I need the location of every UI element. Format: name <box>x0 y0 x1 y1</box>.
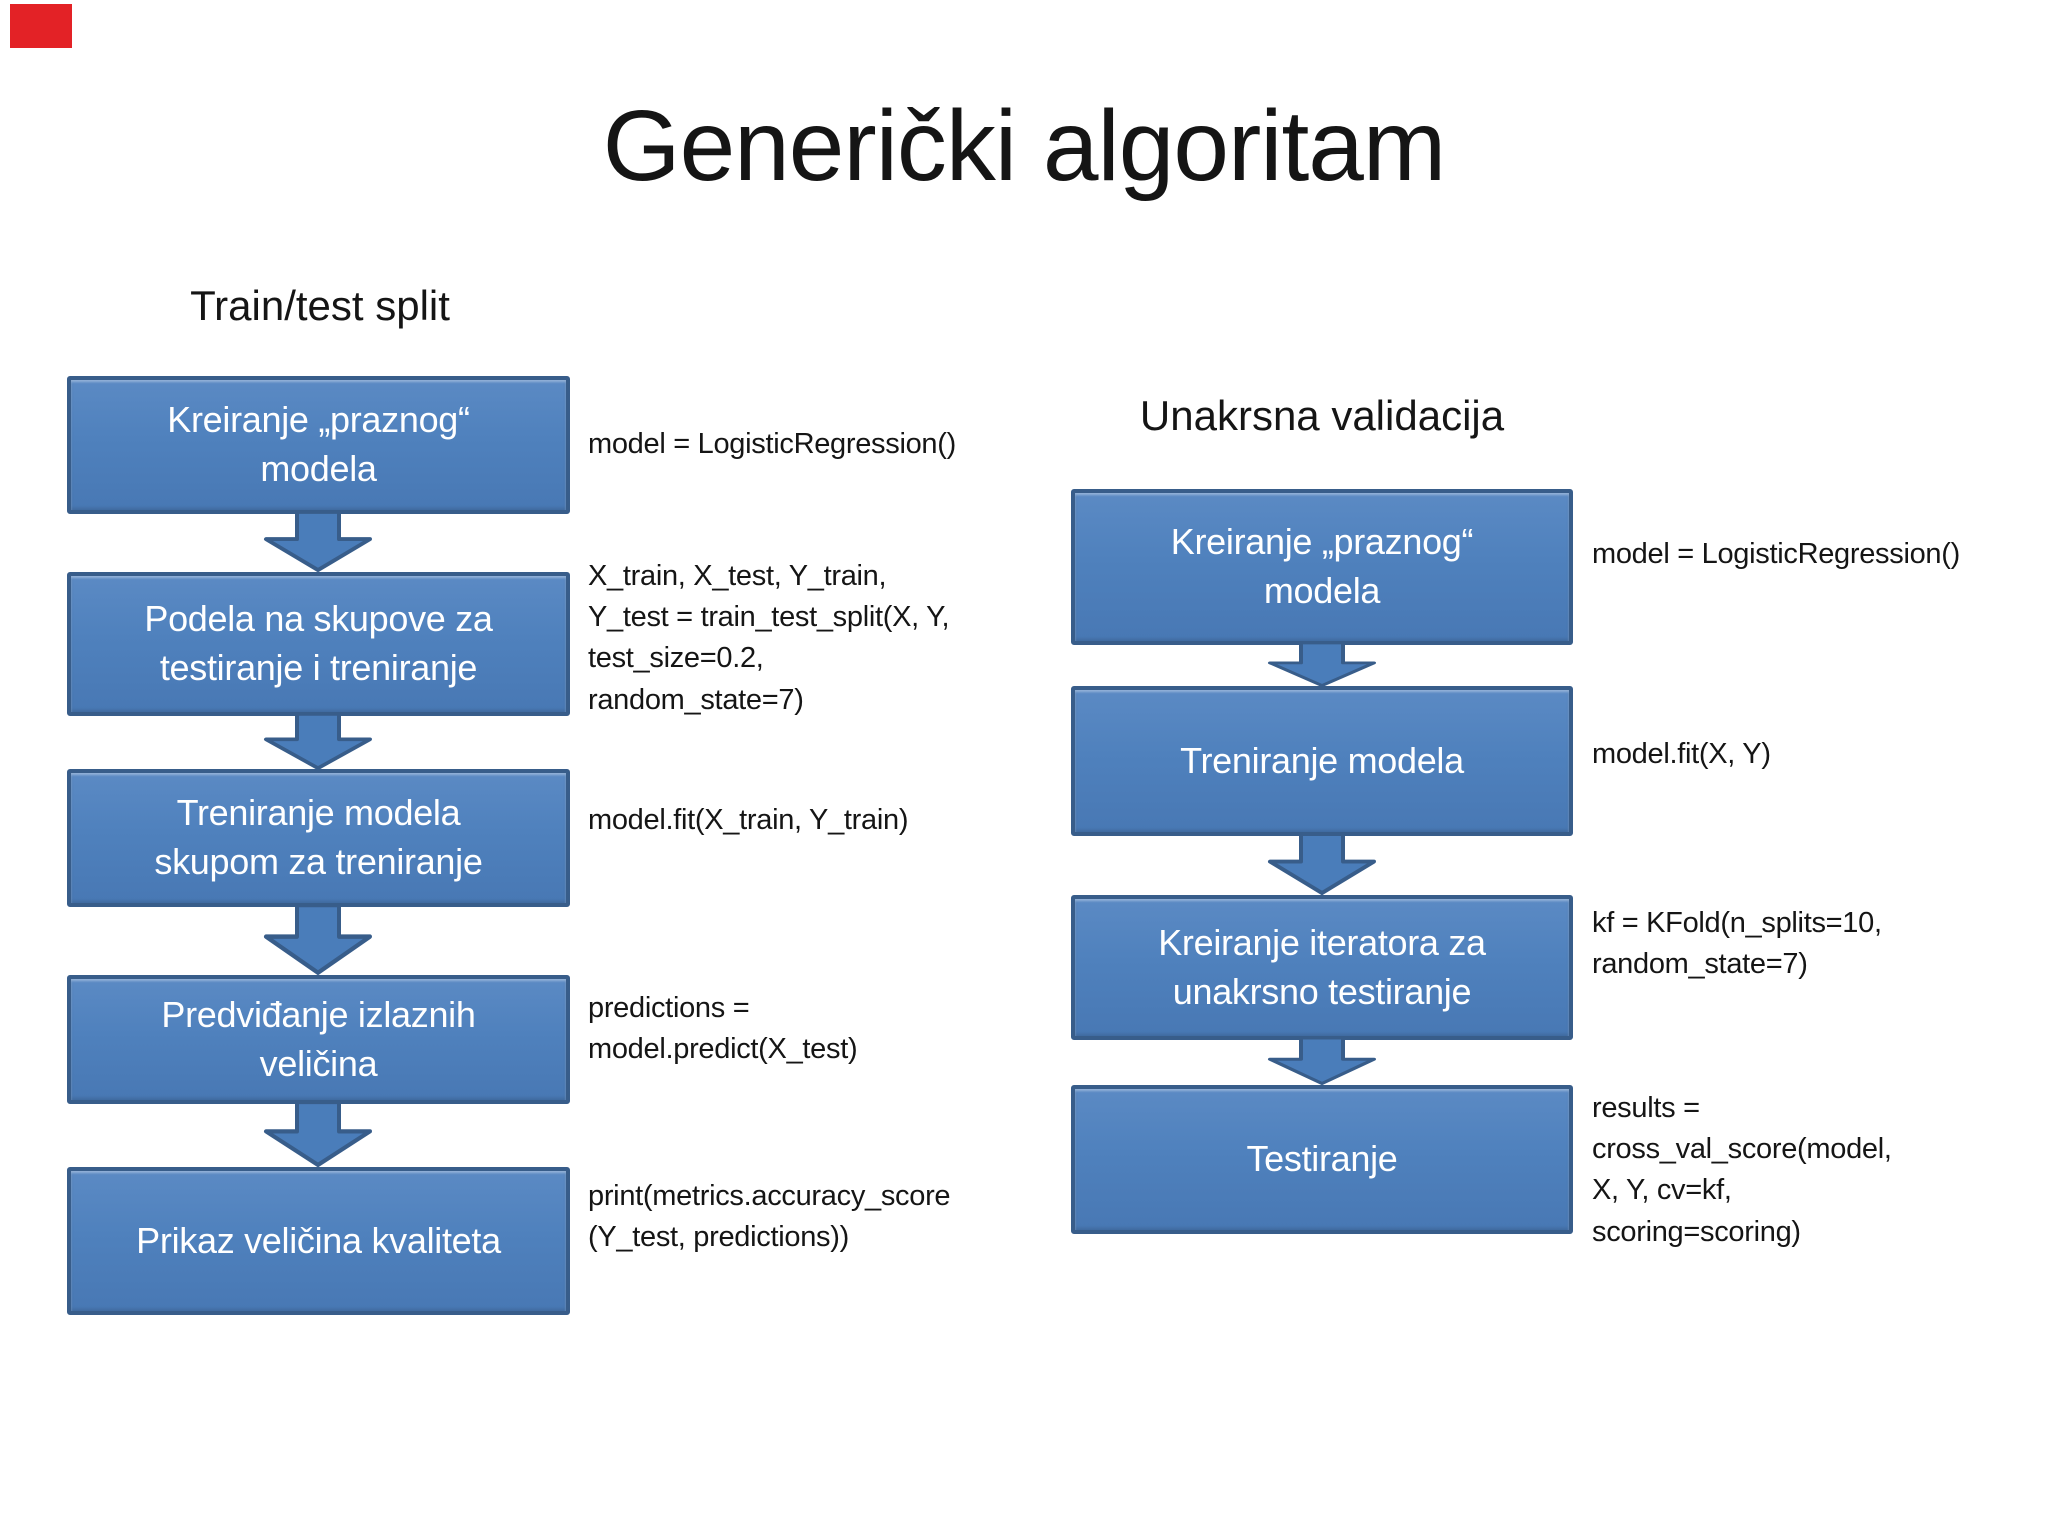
right-step-2-label: Treniranje modela <box>1180 739 1464 781</box>
left-step-3-code: model.fit(X_train, Y_train) <box>588 804 909 836</box>
left-step-1-label: Kreiranje „praznog“ modela <box>167 399 470 489</box>
page-title: Generički algoritam <box>602 90 1446 202</box>
left-step-4-code: predictions = model.predict(X_test) <box>588 992 858 1066</box>
red-marker <box>10 4 72 48</box>
down-arrow-icon <box>1267 643 1377 687</box>
left-step-2-label: Podela na skupove za testiranje i trenir… <box>144 598 493 688</box>
left-step-3-label: Treniranje modela skupom za treniranje <box>154 792 483 882</box>
left-step-4-label: Predviđanje izlaznih veličina <box>161 993 476 1084</box>
right-step-3-label: Kreiranje iteratora za unakrsno testiran… <box>1158 921 1486 1012</box>
left-step-5-label: Prikaz veličina kvaliteta <box>136 1219 501 1261</box>
right-column-heading: Unakrsna validacija <box>1139 392 1505 439</box>
left-step-5-code: print(metrics.accuracy_score (Y_test, pr… <box>588 1180 951 1254</box>
right-step-3-box: Kreiranje iteratora za unakrsno testiran… <box>1071 895 1573 1040</box>
down-arrow-icon <box>263 1102 373 1167</box>
left-step-2-box: Podela na skupove za testiranje i trenir… <box>67 572 570 716</box>
right-step-2-box: Treniranje modela <box>1071 686 1573 836</box>
left-column-heading: Train/test split <box>190 282 450 329</box>
right-step-1-box: Kreiranje „praznog“ modela <box>1071 489 1573 645</box>
right-step-1-code: model = LogisticRegression() <box>1592 538 1960 570</box>
left-step-4-box: Predviđanje izlaznih veličina <box>67 975 570 1104</box>
left-step-1-box: Kreiranje „praznog“ modela <box>67 376 570 514</box>
down-arrow-icon <box>1267 834 1377 895</box>
right-step-4-label: Testiranje <box>1246 1138 1398 1180</box>
left-step-2-code: X_train, X_test, Y_train, Y_test = train… <box>588 560 950 716</box>
down-arrow-icon <box>1267 1038 1377 1085</box>
down-arrow-icon <box>263 905 373 975</box>
right-step-3-code: kf = KFold(n_splits=10, random_state=7) <box>1592 907 1882 981</box>
down-arrow-icon <box>263 714 373 770</box>
right-step-4-box: Testiranje <box>1071 1085 1573 1234</box>
right-step-4-code: results = cross_val_score(model, X, Y, c… <box>1592 1092 1892 1248</box>
left-step-5-box: Prikaz veličina kvaliteta <box>67 1167 570 1315</box>
right-step-2-code: model.fit(X, Y) <box>1592 738 1771 770</box>
down-arrow-icon <box>263 512 373 572</box>
right-step-1-label: Kreiranje „praznog“ modela <box>1170 521 1474 611</box>
left-step-3-box: Treniranje modela skupom za treniranje <box>67 769 570 907</box>
left-step-1-code: model = LogisticRegression() <box>588 428 956 460</box>
